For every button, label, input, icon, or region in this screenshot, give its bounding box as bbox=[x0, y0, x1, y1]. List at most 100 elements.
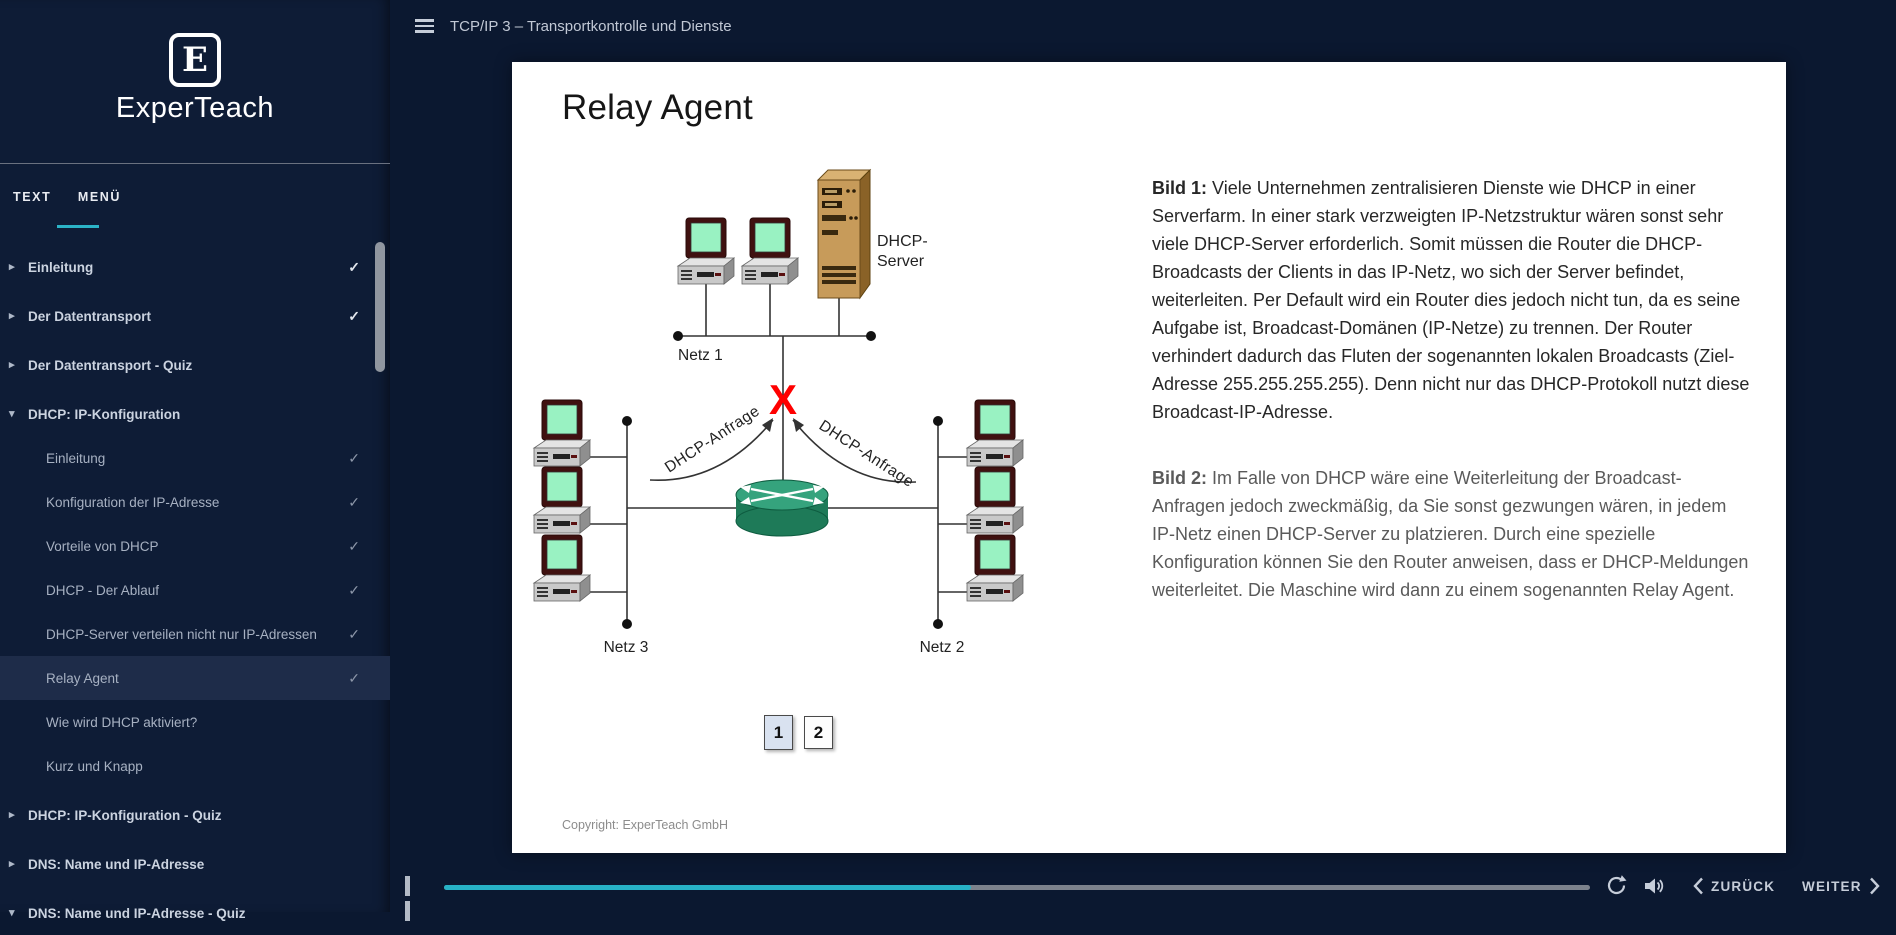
computer-icon bbox=[533, 534, 591, 602]
computer-icon bbox=[966, 534, 1024, 602]
bild1-text: Viele Unternehmen zentralisieren Dienste… bbox=[1152, 178, 1750, 422]
checkmark-icon: ✓ bbox=[348, 450, 360, 466]
menu-item-label: Konfiguration der IP-Adresse bbox=[46, 494, 220, 510]
sidebar-menu-item[interactable]: ▸ DHCP: IP-Konfiguration - Quiz ✓ bbox=[0, 793, 390, 837]
pager-button-1[interactable]: 1 bbox=[764, 715, 793, 750]
next-button-label: WEITER bbox=[1802, 878, 1862, 894]
sidebar-menu-item[interactable]: DHCP - Der Ablauf ✓ bbox=[0, 568, 390, 612]
expand-arrow-icon[interactable]: ▸ bbox=[9, 310, 15, 322]
menu-item-label: DHCP - Der Ablauf bbox=[46, 582, 160, 598]
next-button[interactable]: WEITER bbox=[1802, 877, 1887, 895]
checkmark-icon: ✓ bbox=[348, 582, 360, 598]
sidebar-menu-item[interactable]: Vorteile von DHCP ✓ bbox=[0, 524, 390, 568]
menu-item-label: Vorteile von DHCP bbox=[46, 538, 159, 554]
sidebar-menu-item[interactable]: ▸ Einleitung ✓ bbox=[0, 245, 390, 289]
menu-item-label: Der Datentransport bbox=[28, 308, 152, 324]
checkmark-icon: ✓ bbox=[348, 538, 360, 554]
computer-icon bbox=[533, 399, 591, 467]
menu-item-label: Relay Agent bbox=[46, 670, 119, 686]
computer-icon bbox=[533, 466, 591, 534]
expand-arrow-icon[interactable]: ▸ bbox=[9, 858, 15, 870]
expand-arrow-icon[interactable]: ▾ bbox=[9, 907, 15, 919]
progress-bar[interactable] bbox=[444, 885, 1590, 890]
expand-arrow-icon[interactable]: ▸ bbox=[9, 809, 15, 821]
checkmark-icon: ✓ bbox=[348, 259, 360, 275]
dhcp-server-icon bbox=[816, 168, 872, 300]
slide-pager: 1 2 bbox=[764, 715, 844, 750]
checkmark-icon: ✓ bbox=[348, 308, 360, 324]
chevron-right-icon bbox=[1869, 877, 1880, 895]
diagram-lines bbox=[590, 284, 967, 624]
menu-item-label: DNS: Name und IP-Adresse - Quiz bbox=[28, 905, 246, 921]
paragraph-bild2: Bild 2: Im Falle von DHCP wäre eine Weit… bbox=[1152, 464, 1752, 604]
sidebar-menu-item[interactable]: ▸ Der Datentransport ✓ bbox=[0, 294, 390, 338]
net3-label: Netz 3 bbox=[604, 639, 649, 656]
dhcp-request-label-left: DHCP-Anfrage bbox=[662, 403, 763, 477]
menu-item-label: DHCP: IP-Konfiguration bbox=[28, 406, 181, 422]
bild2-label: Bild 2: bbox=[1152, 468, 1208, 488]
sidebar-menu-item[interactable]: ▸ Der Datentransport - Quiz ✓ bbox=[0, 343, 390, 387]
computer-icon bbox=[741, 217, 799, 285]
request-arrows bbox=[649, 419, 917, 484]
slide-text-column: Bild 1: Viele Unternehmen zentralisieren… bbox=[1152, 174, 1752, 604]
menu-item-label: Wie wird DHCP aktiviert? bbox=[46, 714, 198, 730]
sidebar-menu-item[interactable]: Relay Agent ✓ bbox=[0, 656, 390, 700]
sidebar-menu-item[interactable]: ▾ DNS: Name und IP-Adresse - Quiz ✓ bbox=[0, 891, 390, 935]
sidebar-menu-item[interactable]: Einleitung ✓ bbox=[0, 436, 390, 480]
volume-button[interactable] bbox=[1644, 876, 1665, 896]
sidebar-scrollbar-thumb[interactable] bbox=[375, 242, 385, 372]
menu-item-label: Kurz und Knapp bbox=[46, 758, 143, 774]
net1-label: Netz 1 bbox=[678, 347, 723, 364]
pause-button[interactable] bbox=[405, 876, 419, 921]
slide-heading: Relay Agent bbox=[562, 88, 753, 127]
sidebar-menu-item[interactable]: Kurz und Knapp ✓ bbox=[0, 744, 390, 788]
back-button[interactable]: ZURÜCK bbox=[1686, 877, 1775, 895]
pager-button-2[interactable]: 2 bbox=[804, 716, 833, 749]
expand-arrow-icon[interactable]: ▸ bbox=[9, 261, 15, 273]
dhcp-server-label-line1: DHCP- bbox=[877, 233, 928, 250]
checkmark-icon: ✓ bbox=[348, 626, 360, 642]
sidebar-menu-item[interactable]: ▾ DHCP: IP-Konfiguration ✓ bbox=[0, 392, 390, 436]
menu-item-label: DHCP-Server verteilen nicht nur IP-Adres… bbox=[46, 626, 317, 642]
course-menu: ▸ Einleitung ✓ ▸ Der Datentransport ✓ ▸ … bbox=[0, 240, 390, 935]
course-title: TCP/IP 3 – Transportkontrolle und Dienst… bbox=[450, 18, 732, 35]
network-diagram: DHCP- Server X DHCP-Anf bbox=[533, 168, 1024, 656]
paragraph-bild1: Bild 1: Viele Unternehmen zentralisieren… bbox=[1152, 174, 1752, 426]
dhcp-request-label-right: DHCP-Anfrage bbox=[816, 417, 917, 491]
expand-arrow-icon[interactable]: ▸ bbox=[9, 359, 15, 371]
computer-icon bbox=[966, 466, 1024, 534]
slide-card: Relay Agent bbox=[512, 62, 1786, 853]
logo-letter: E bbox=[182, 40, 208, 80]
blocked-x-marker: X bbox=[769, 376, 797, 423]
hamburger-menu-icon[interactable] bbox=[415, 19, 434, 33]
checkmark-icon: ✓ bbox=[348, 670, 360, 686]
sidebar-menu-item[interactable]: ▸ DNS: Name und IP-Adresse ✓ bbox=[0, 842, 390, 886]
sidebar-menu-item[interactable]: Wie wird DHCP aktiviert? ✓ bbox=[0, 700, 390, 744]
copyright-note: Copyright: ExperTeach GmbH bbox=[562, 818, 729, 832]
experteach-logo-icon: E bbox=[169, 33, 221, 87]
sidebar-divider bbox=[0, 163, 390, 164]
menu-item-label: DHCP: IP-Konfiguration - Quiz bbox=[28, 807, 222, 823]
chevron-left-icon bbox=[1693, 877, 1703, 895]
bild1-label: Bild 1: bbox=[1152, 178, 1208, 198]
net2-label: Netz 2 bbox=[920, 639, 965, 656]
progress-fill bbox=[444, 885, 972, 890]
tab-menu[interactable]: MENÜ bbox=[77, 190, 122, 204]
expand-arrow-icon[interactable]: ▾ bbox=[9, 408, 15, 420]
bus-terminator-dots bbox=[622, 331, 943, 629]
tab-text[interactable]: TEXT bbox=[13, 190, 52, 204]
sidebar-tabs: TEXT MENÜ bbox=[13, 188, 143, 208]
back-button-label: ZURÜCK bbox=[1711, 878, 1776, 894]
menu-item-label: Der Datentransport - Quiz bbox=[28, 357, 193, 373]
computer-icon bbox=[966, 399, 1024, 467]
sidebar-menu-item[interactable]: Konfiguration der IP-Adresse ✓ bbox=[0, 480, 390, 524]
sidebar-menu-item[interactable]: DHCP-Server verteilen nicht nur IP-Adres… bbox=[0, 612, 390, 656]
dhcp-server-label-line2: Server bbox=[877, 253, 925, 270]
computer-icon bbox=[677, 217, 735, 285]
sidebar: E ExperTeach TEXT MENÜ ▸ Einleitung ✓ ▸ … bbox=[0, 0, 390, 921]
checkmark-icon: ✓ bbox=[348, 494, 360, 510]
active-tab-underline bbox=[57, 225, 99, 228]
replay-button[interactable] bbox=[1605, 874, 1628, 897]
logo-wordmark: ExperTeach bbox=[115, 92, 275, 124]
